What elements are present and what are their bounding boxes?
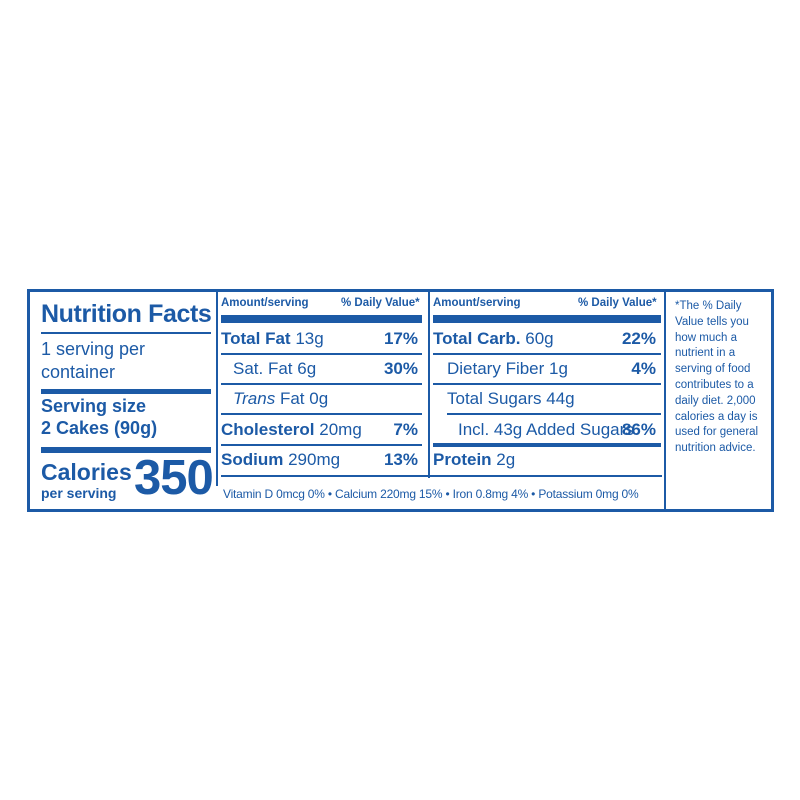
- nutrition-facts-title: Nutrition Facts: [41, 300, 212, 328]
- dietary-fiber-row: Dietary Fiber 1g: [447, 359, 568, 378]
- row-divider: [221, 444, 422, 446]
- cholesterol-row: Cholesterol 20mg: [221, 420, 362, 439]
- amount-header-right: Amount/serving: [433, 297, 521, 309]
- header-bar-right: [433, 315, 661, 323]
- row-divider: [433, 383, 661, 385]
- amount-header-left: Amount/serving: [221, 297, 309, 309]
- calories-label: Calories: [41, 459, 132, 485]
- row-divider: [447, 413, 661, 415]
- servings-divider: [41, 389, 211, 394]
- serving-size-value: 2 Cakes (90g): [41, 418, 158, 438]
- row-divider: [221, 413, 422, 415]
- total-carb-row: Total Carb. 60g: [433, 329, 554, 348]
- protein-divider: [433, 443, 661, 447]
- vitamins-minerals-line: Vitamin D 0mcg 0% • Calcium 220mg 15% • …: [223, 487, 639, 501]
- total-fat-row: Total Fat 13g: [221, 329, 324, 348]
- sat-fat-row: Sat. Fat 6g: [233, 359, 317, 378]
- row-divider: [221, 353, 422, 355]
- cholesterol-dv: 7%: [393, 420, 418, 439]
- protein-row: Protein 2g: [433, 450, 516, 469]
- trans-fat-row: Trans Fat 0g: [233, 389, 329, 408]
- separator-middle: [428, 292, 430, 478]
- separator-left: [216, 292, 218, 486]
- total-fat-dv: 17%: [383, 329, 418, 348]
- sodium-row: Sodium 290mg: [221, 450, 341, 469]
- calories-divider: [41, 447, 211, 453]
- dv-header-left: % Daily Value*: [341, 297, 420, 309]
- added-sugars-row: Incl. 43g Added Sugars: [458, 420, 634, 439]
- separator-right: [664, 292, 666, 509]
- header-bar-left: [221, 315, 422, 323]
- row-divider: [221, 383, 422, 385]
- added-sugars-dv: 86%: [621, 420, 656, 439]
- total-carb-dv: 22%: [621, 329, 656, 348]
- vitamins-divider: [221, 475, 662, 477]
- dietary-fiber-dv: 4%: [631, 359, 656, 378]
- sat-fat-dv: 30%: [383, 359, 418, 378]
- calories-value: 350: [134, 451, 214, 505]
- nutrition-facts-label: Nutrition Facts 1 serving per container …: [27, 289, 774, 512]
- calories-per-serving: per serving: [41, 485, 117, 501]
- serving-size: Serving size 2 Cakes (90g): [41, 395, 221, 439]
- daily-value-footnote: *The % Daily Value tells you how much a …: [675, 300, 759, 455]
- serving-size-label: Serving size: [41, 396, 147, 416]
- title-divider: [41, 332, 211, 334]
- sodium-dv: 13%: [383, 450, 418, 469]
- dv-header-right: % Daily Value*: [578, 297, 657, 309]
- row-divider: [433, 353, 661, 355]
- total-sugars-row: Total Sugars 44g: [447, 389, 575, 408]
- servings-per-container: 1 serving per container: [41, 339, 146, 382]
